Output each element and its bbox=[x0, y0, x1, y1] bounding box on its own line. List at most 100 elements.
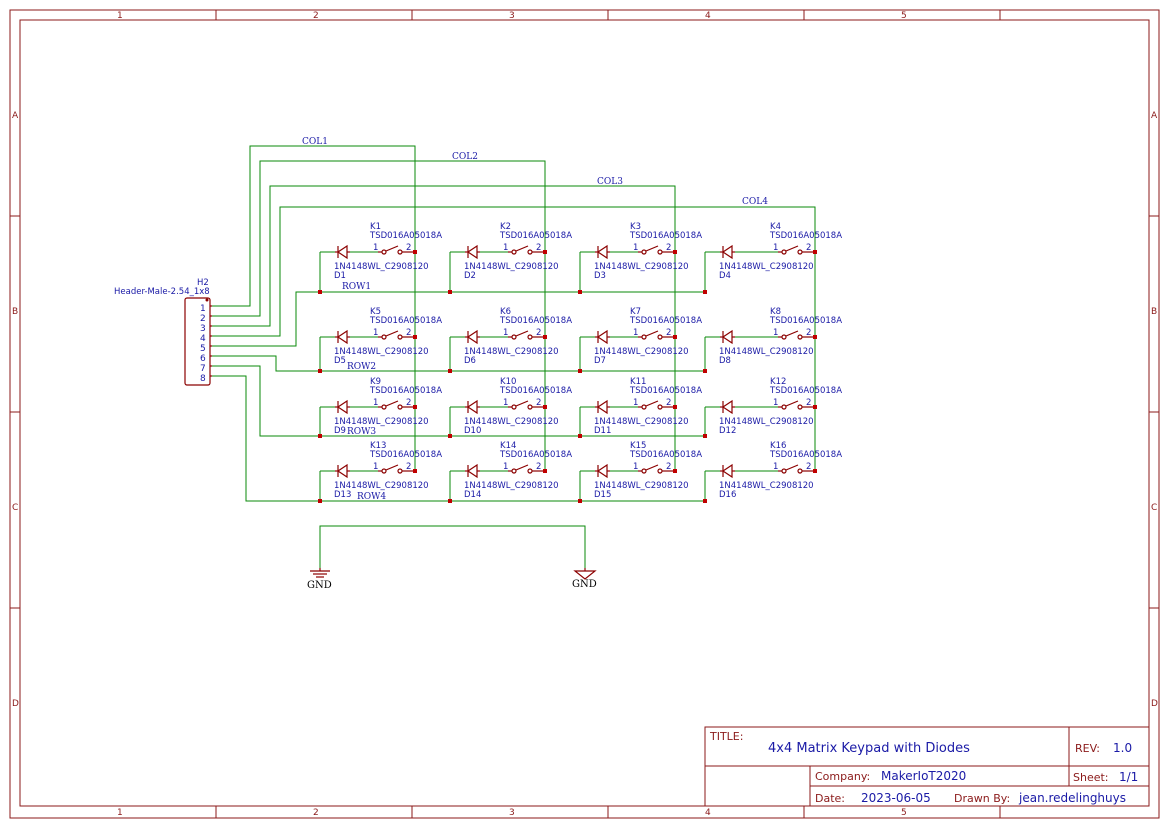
switch-symbol bbox=[778, 464, 815, 474]
zone-col-bottom-5: 5 bbox=[901, 808, 907, 818]
diode-ref: D10 bbox=[464, 426, 481, 436]
sheet-inner-frame bbox=[19, 19, 1150, 807]
switch-pin-2: 2 bbox=[536, 243, 541, 253]
row-wire-4 bbox=[212, 375, 705, 502]
diode-symbol bbox=[595, 329, 610, 345]
diode-symbol bbox=[595, 463, 610, 479]
switch-pin-2: 2 bbox=[806, 398, 811, 408]
diode-part: 1N4148WL_C2908120 bbox=[464, 262, 559, 272]
switch-part: TSD016A05018A bbox=[499, 231, 572, 241]
rev-value: 1.0 bbox=[1113, 741, 1132, 755]
zone-col-bottom-3: 3 bbox=[509, 808, 515, 818]
diode-ref: D16 bbox=[719, 490, 736, 500]
zone-row-left-D: D bbox=[12, 699, 19, 709]
net-label-row: ROW3 bbox=[347, 427, 376, 437]
gnd-label-left: GND bbox=[307, 580, 332, 591]
switch-part: TSD016A05018A bbox=[369, 450, 442, 460]
diode-part: 1N4148WL_C2908120 bbox=[594, 262, 689, 272]
zone-row-right-B: B bbox=[1151, 307, 1157, 317]
switch-part: TSD016A05018A bbox=[769, 316, 842, 326]
diode-part: 1N4148WL_C2908120 bbox=[464, 481, 559, 491]
diode-ref: D15 bbox=[594, 490, 611, 500]
junction bbox=[578, 499, 582, 503]
gnd-symbol-left: GND bbox=[307, 568, 332, 591]
zone-col-bottom-1: 1 bbox=[117, 808, 123, 818]
switch-pin-2: 2 bbox=[406, 398, 411, 408]
junction bbox=[318, 290, 322, 294]
switch-ref: K7 bbox=[630, 307, 641, 317]
diode-part: 1N4148WL_C2908120 bbox=[464, 347, 559, 357]
zone-col-top-2: 2 bbox=[313, 11, 319, 21]
switch-pin-2: 2 bbox=[406, 243, 411, 253]
row-wire-2 bbox=[212, 355, 705, 372]
switch-pin-2: 2 bbox=[406, 328, 411, 338]
header-name: Header-Male-2.54_1x8 bbox=[114, 287, 210, 297]
switch-pin-2: 2 bbox=[406, 462, 411, 472]
junction bbox=[448, 434, 452, 438]
switch-symbol bbox=[778, 400, 815, 410]
diode-part: 1N4148WL_C2908120 bbox=[464, 417, 559, 427]
switch-pin-1: 1 bbox=[373, 398, 378, 408]
switch-pin-1: 1 bbox=[373, 328, 378, 338]
switch-part: TSD016A05018A bbox=[629, 231, 702, 241]
net-label-col: COL3 bbox=[597, 177, 623, 187]
switch-part: TSD016A05018A bbox=[499, 386, 572, 396]
row-wire-1 bbox=[212, 291, 705, 347]
diode-ref: D8 bbox=[719, 356, 731, 366]
diode-part: 1N4148WL_C2908120 bbox=[594, 481, 689, 491]
diode-symbol bbox=[595, 244, 610, 260]
diode-part: 1N4148WL_C2908120 bbox=[334, 481, 429, 491]
switch-pin-2: 2 bbox=[806, 462, 811, 472]
net-label-col: COL2 bbox=[452, 152, 478, 162]
diode-part: 1N4148WL_C2908120 bbox=[719, 417, 814, 427]
switch-pin-1: 1 bbox=[633, 328, 638, 338]
diode-part: 1N4148WL_C2908120 bbox=[334, 347, 429, 357]
diode-part: 1N4148WL_C2908120 bbox=[334, 417, 429, 427]
switch-symbol bbox=[508, 330, 545, 340]
diode-part: 1N4148WL_C2908120 bbox=[594, 347, 689, 357]
junction bbox=[703, 499, 707, 503]
switch-ref: K16 bbox=[770, 441, 786, 451]
net-label-row: ROW2 bbox=[347, 362, 376, 372]
junction bbox=[578, 434, 582, 438]
gnd-label-right: GND bbox=[572, 579, 597, 590]
junction bbox=[703, 290, 707, 294]
zone-col-top-5: 5 bbox=[901, 11, 907, 21]
zone-col-top-3: 3 bbox=[509, 11, 515, 21]
header-pin-3: 3 bbox=[200, 324, 206, 334]
sheet-outer-frame bbox=[9, 9, 1160, 819]
header-pin-5: 5 bbox=[200, 344, 206, 354]
switch-part: TSD016A05018A bbox=[769, 231, 842, 241]
switch-symbol bbox=[378, 464, 415, 474]
switch-part: TSD016A05018A bbox=[499, 450, 572, 460]
switch-pin-2: 2 bbox=[536, 328, 541, 338]
zone-row-right-D: D bbox=[1151, 699, 1158, 709]
switch-ref: K1 bbox=[370, 222, 381, 232]
company-label: Company: bbox=[815, 770, 870, 783]
junction bbox=[703, 369, 707, 373]
switch-pin-2: 2 bbox=[666, 462, 671, 472]
switch-pin-1: 1 bbox=[503, 398, 508, 408]
switch-pin-2: 2 bbox=[666, 328, 671, 338]
switch-ref: K14 bbox=[500, 441, 516, 451]
switch-pin-1: 1 bbox=[633, 398, 638, 408]
zone-row-left-B: B bbox=[12, 307, 18, 317]
header-pin-8: 8 bbox=[200, 374, 206, 384]
switch-part: TSD016A05018A bbox=[369, 316, 442, 326]
switch-ref: K8 bbox=[770, 307, 781, 317]
diode-ref: D3 bbox=[594, 271, 606, 281]
switch-pin-1: 1 bbox=[373, 462, 378, 472]
